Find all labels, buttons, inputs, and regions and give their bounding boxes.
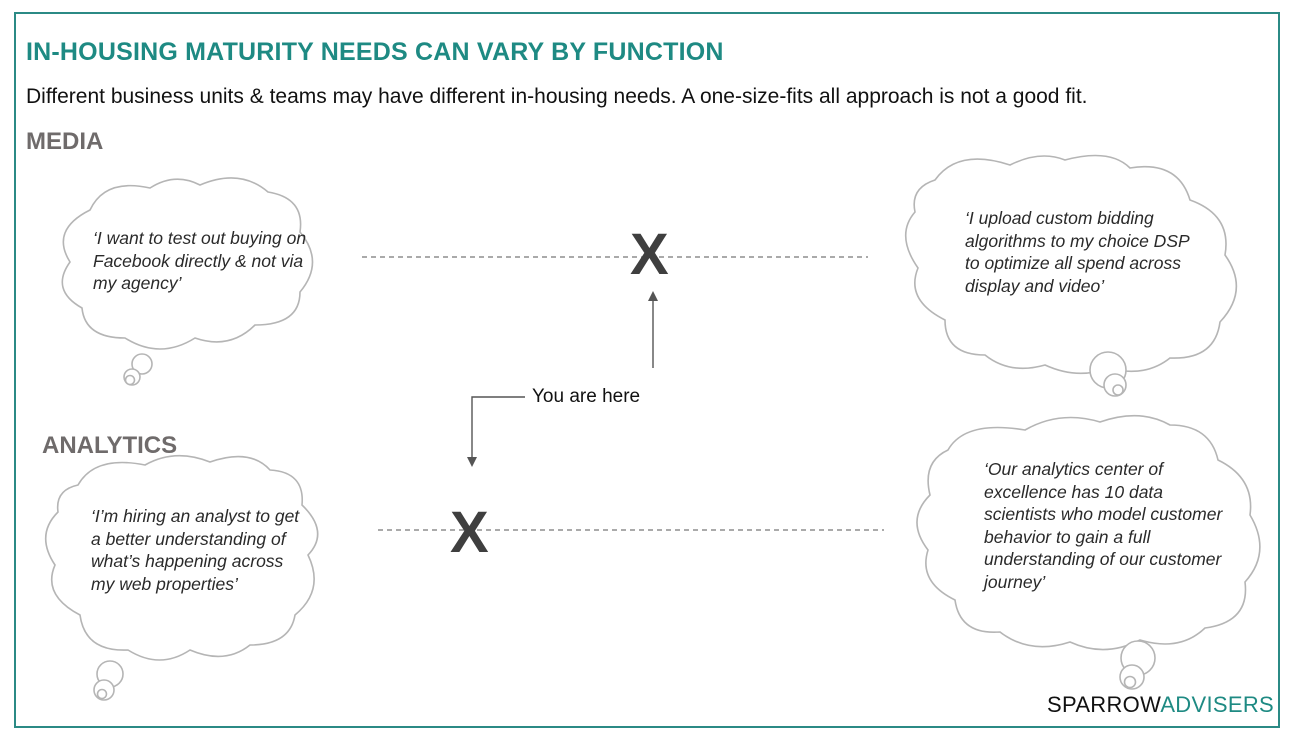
analytics-right-quote: ‘Our analytics center of excellence has … <box>984 459 1223 592</box>
slide-frame <box>14 12 1280 728</box>
thought-cloud-media-right <box>904 154 1238 397</box>
brand-logo-part-sparrow: SPARROW <box>1047 692 1161 717</box>
slide-title: IN-HOUSING MATURITY NEEDS CAN VARY BY FU… <box>26 38 724 66</box>
thought-cloud-media-left <box>61 177 314 386</box>
thought-cloud-analytics-right <box>916 414 1261 690</box>
slide-subtitle: Different business units & teams may hav… <box>26 85 1088 108</box>
brand-logo: SPARROWADVISERS <box>1047 692 1274 718</box>
analytics-position-marker: X <box>450 500 489 565</box>
media-left-quote: ‘I want to test out buying on Facebook d… <box>93 228 307 293</box>
pointer-arrow-down <box>467 396 525 467</box>
media-position-marker: X <box>630 222 669 287</box>
brand-logo-part-advisers: ADVISERS <box>1160 692 1274 717</box>
thought-cloud-analytics-left <box>44 454 319 701</box>
analytics-left-quote: ‘I’m hiring an analyst to get a better u… <box>91 506 300 594</box>
analytics-section-label: ANALYTICS <box>42 432 178 459</box>
media-section-label: MEDIA <box>26 128 104 155</box>
media-right-quote: ‘I upload custom bidding algorithms to m… <box>965 208 1190 296</box>
you-are-here-label: You are here <box>532 386 641 407</box>
